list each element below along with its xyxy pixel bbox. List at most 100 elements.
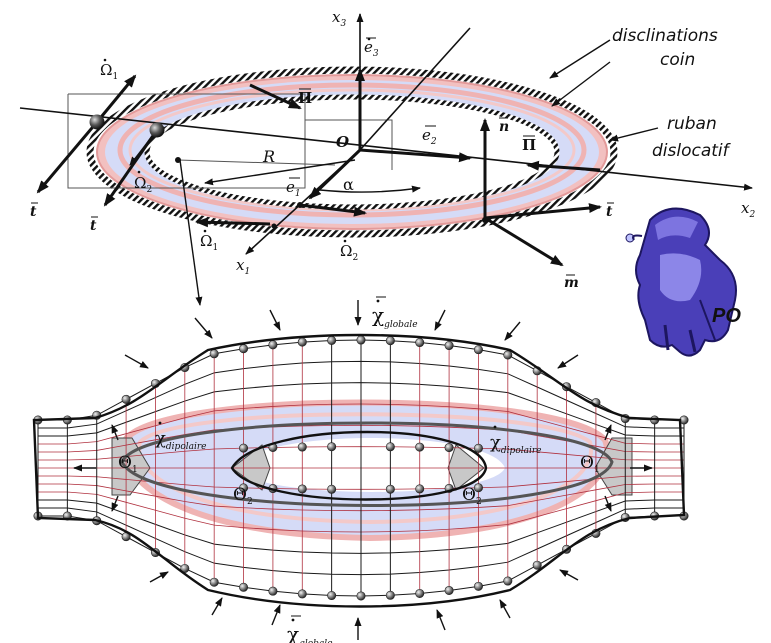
lattice-node (385, 336, 395, 346)
label-R: R (262, 147, 275, 166)
label-pi-left: Π (298, 89, 312, 107)
basis-vectors (36, 68, 602, 267)
label-chi-dipolar-left: χdipolaire (155, 428, 207, 452)
lattice-node (415, 588, 425, 598)
label-theta2-right: Θ2 (462, 485, 482, 507)
lattice-node (415, 442, 425, 452)
link-top-to-bottom (179, 159, 203, 306)
lattice-node (385, 442, 395, 452)
x2-axis (19, 107, 753, 191)
bottom-labels: χglobale χglobale χdipolaire χdipolaire … (118, 296, 600, 643)
label-e1: e1 (286, 178, 301, 199)
t-vector-right (484, 203, 602, 220)
omega2-bottom-arrow (299, 203, 367, 217)
label-origin: O (336, 133, 349, 151)
label-n: n (499, 119, 509, 135)
callout-disclinations: disclinations (612, 26, 718, 46)
label-chi-global-top: χglobale (372, 303, 418, 330)
m-vector (484, 216, 564, 267)
lattice-node (385, 590, 395, 600)
t-vector-left-2 (103, 129, 159, 207)
label-t-left-2: t (90, 218, 97, 234)
label-t-right: t (606, 204, 613, 220)
label-pi-right: Π (522, 136, 536, 154)
lattice-node (444, 443, 454, 453)
lattice-node (209, 577, 219, 587)
lattice-node (415, 484, 425, 494)
label-e3: e3 (364, 38, 379, 59)
lattice-node (415, 338, 425, 348)
lattice-node (444, 585, 454, 595)
inner-node (149, 122, 165, 138)
thin-arrows (129, 39, 659, 306)
callout-ruban (609, 127, 659, 142)
label-theta2-left: Θ2 (233, 485, 253, 507)
ribbon-inner-pink (117, 82, 587, 218)
pi-arrow-left (249, 83, 302, 110)
lattice-node (473, 581, 483, 591)
lattice-node (297, 442, 307, 452)
lattice-node (444, 341, 454, 351)
pi-arrow-right (526, 160, 601, 172)
callouts: disclinations coin ruban dislocatif (612, 26, 732, 161)
small-point-2 (297, 202, 303, 208)
compression-arrows (73, 300, 653, 640)
lattice-node (327, 442, 337, 452)
lattice-node (239, 443, 249, 453)
po-figure: PO (625, 207, 741, 357)
callout-dislocatif: dislocatif (652, 141, 732, 161)
lattice-node (297, 589, 307, 599)
lattice-node (473, 483, 483, 493)
label-theta1-right: Θ1 (580, 453, 600, 475)
lattice-node (473, 443, 483, 453)
lattice-node (327, 484, 337, 494)
label-omega2-left: Ω2 (134, 174, 152, 195)
alpha-arc (319, 185, 421, 193)
e2-vector (359, 148, 472, 163)
lattice-outer-boundary (32, 333, 686, 608)
lattice-disclination-loop (120, 421, 614, 507)
lattice-node (503, 576, 513, 586)
callout-disclinations-1 (549, 39, 611, 79)
label-x2: x2 (741, 199, 755, 220)
label-chi-dipolar-right: χdipolaire (490, 432, 542, 456)
top-labels: x3 e3 O e2 e1 R α n Π Π m t t t x2 x1 Ω1… (30, 8, 755, 291)
lattice-node (532, 560, 542, 570)
lattice-node (239, 483, 249, 493)
lattice-node (121, 394, 131, 404)
lattice-node (209, 349, 219, 359)
lattice-node (356, 591, 366, 601)
ring-hole (147, 97, 557, 207)
omega1-top-arrow (95, 74, 137, 123)
lattice-node (268, 586, 278, 596)
radius-R (204, 159, 356, 186)
badge-po: PO (712, 305, 741, 327)
lattice-node (297, 337, 307, 347)
lattice-node (473, 345, 483, 355)
small-point-3 (482, 217, 488, 223)
ring-nodes (89, 114, 488, 229)
diagonal-axis (359, 27, 471, 151)
label-theta1-left: Θ1 (118, 453, 138, 475)
grid-nodes (33, 335, 689, 601)
outer-node (89, 114, 105, 130)
lattice-node (268, 340, 278, 350)
lattice-node (297, 484, 307, 494)
label-omega1-bottom: Ω1 (200, 232, 218, 253)
omega1-bottom-arrow (195, 217, 271, 228)
small-point-4 (271, 223, 277, 229)
label-e2: e2 (422, 126, 437, 147)
label-t-left-1: t (30, 204, 37, 220)
label-omega2-bottom: Ω2 (340, 242, 358, 263)
lattice-node (327, 591, 337, 601)
callout-disclinations-2 (551, 61, 611, 107)
lattice-node (503, 350, 513, 360)
callout-coin: coin (660, 50, 695, 70)
callout-ruban: ruban (667, 114, 717, 134)
label-m: m (564, 275, 579, 291)
lattice-inner-boundary (230, 430, 488, 501)
lattice-node (356, 335, 366, 345)
t-vector-left-1 (36, 121, 99, 194)
outer-disclination-ring (86, 66, 618, 238)
